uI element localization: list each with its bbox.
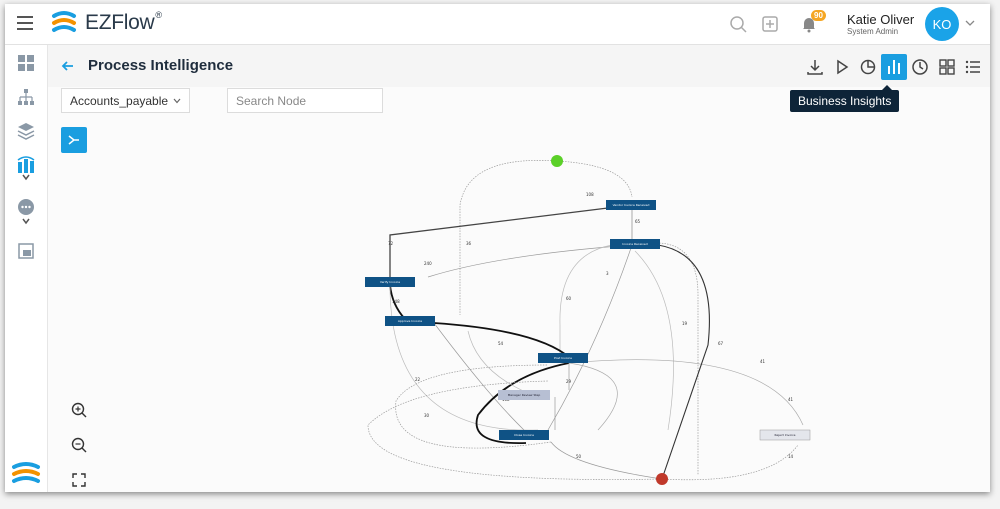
list-icon[interactable] [963,57,983,77]
process-select[interactable]: Accounts_payable [61,88,190,113]
flow-icon [68,135,79,145]
chevron-down-icon[interactable] [16,217,36,227]
add-box-icon[interactable] [760,14,780,34]
fullscreen-icon[interactable] [70,471,88,489]
back-arrow-icon[interactable] [60,58,76,74]
node-vendor-invoice-received[interactable]: Vendor Invoice Received [606,200,656,210]
edge-label: 3 [606,271,609,276]
bell-icon[interactable] [799,14,819,34]
edge-label: 22 [415,377,421,382]
node-label: Post Invoice [554,356,572,360]
ezflow-logo-icon [52,11,76,32]
page-title: Process Intelligence [88,57,234,74]
process-graph[interactable]: 108 65 72 36 148 240 60 3 54 19 29 22 10… [348,145,848,485]
app-window: EZFlow® 90 Katie Oliver System Admin KO [5,4,990,492]
end-node[interactable] [656,473,668,485]
chevron-down-icon [173,98,181,104]
user-name: Katie Oliver [847,12,915,27]
ezflow-mark-icon [11,458,41,488]
brand-name: EZFlow® [85,10,162,34]
zoom-out-icon[interactable] [70,436,88,454]
node-label: Verify Invoice [380,280,400,284]
notification-badge: 90 [811,10,826,21]
edge-label: 67 [718,341,724,346]
dashboard-icon[interactable] [16,53,36,73]
node-label: Close Invoice [514,433,534,437]
sidebar [5,45,48,492]
edge-label: 29 [566,379,572,384]
node-invoice-received[interactable]: Invoice Received [610,239,660,249]
node-label: Vendor Invoice Received [613,203,650,207]
process-intelligence-icon[interactable] [16,155,36,175]
play-icon[interactable] [832,57,852,77]
node-manager-review-step[interactable]: Manager Review Step [498,390,550,400]
business-insights-tooltip: Business Insights [790,85,900,112]
node-post-invoice[interactable]: Post Invoice [538,353,588,363]
main-content: Process Intelligence Business Insights A… [48,45,990,492]
pie-chart-icon[interactable] [858,57,878,77]
edge-label: 240 [424,261,432,266]
node-label: Manager Review Step [508,393,541,397]
chevron-down-icon[interactable] [16,173,36,183]
edge-label: 148 [392,299,400,304]
node-close-invoice[interactable]: Close Invoice [499,430,549,440]
hierarchy-icon[interactable] [16,87,36,107]
edge-label: 36 [466,241,472,246]
edge-label: 14 [788,454,794,459]
node-reject-invoice[interactable]: Reject Invoice [759,429,811,441]
search-node-input[interactable] [227,88,383,113]
node-label: Reject Invoice [775,433,796,437]
top-bar: EZFlow® 90 Katie Oliver System Admin KO [5,4,990,45]
edge-label: 65 [635,219,641,224]
edge-label: 60 [566,296,572,301]
node-approve-invoice[interactable]: Approve Invoice [385,316,435,326]
edge-label: 54 [498,341,504,346]
chat-more-icon[interactable] [16,197,36,217]
edge-label: 41 [760,359,766,364]
download-icon[interactable] [805,57,825,77]
node-verify-invoice[interactable]: Verify Invoice [365,277,415,287]
zoom-in-icon[interactable] [70,401,88,419]
edge-label: 30 [424,413,430,418]
edge-label: 19 [682,321,688,326]
chevron-down-icon[interactable] [965,18,975,28]
clock-icon[interactable] [910,57,930,77]
node-label: Invoice Received [622,242,647,246]
page-header: Process Intelligence [48,45,990,87]
search-icon[interactable] [728,14,748,34]
start-node[interactable] [551,155,563,167]
flow-toggle-button[interactable] [61,127,87,153]
grid-icon[interactable] [937,57,957,77]
edge-label: 108 [586,192,594,197]
edge-label: 72 [388,241,394,246]
edge-label: 41 [788,397,794,402]
process-select-value: Accounts_payable [70,94,169,108]
avatar[interactable]: KO [925,7,959,41]
bar-chart-icon[interactable] [881,54,907,80]
user-role: System Admin [847,27,899,36]
layers-icon[interactable] [16,121,36,141]
hamburger-menu-icon[interactable] [17,16,33,30]
report-icon[interactable] [16,241,36,261]
node-label: Approve Invoice [398,319,422,323]
edge-label: 50 [576,454,582,459]
